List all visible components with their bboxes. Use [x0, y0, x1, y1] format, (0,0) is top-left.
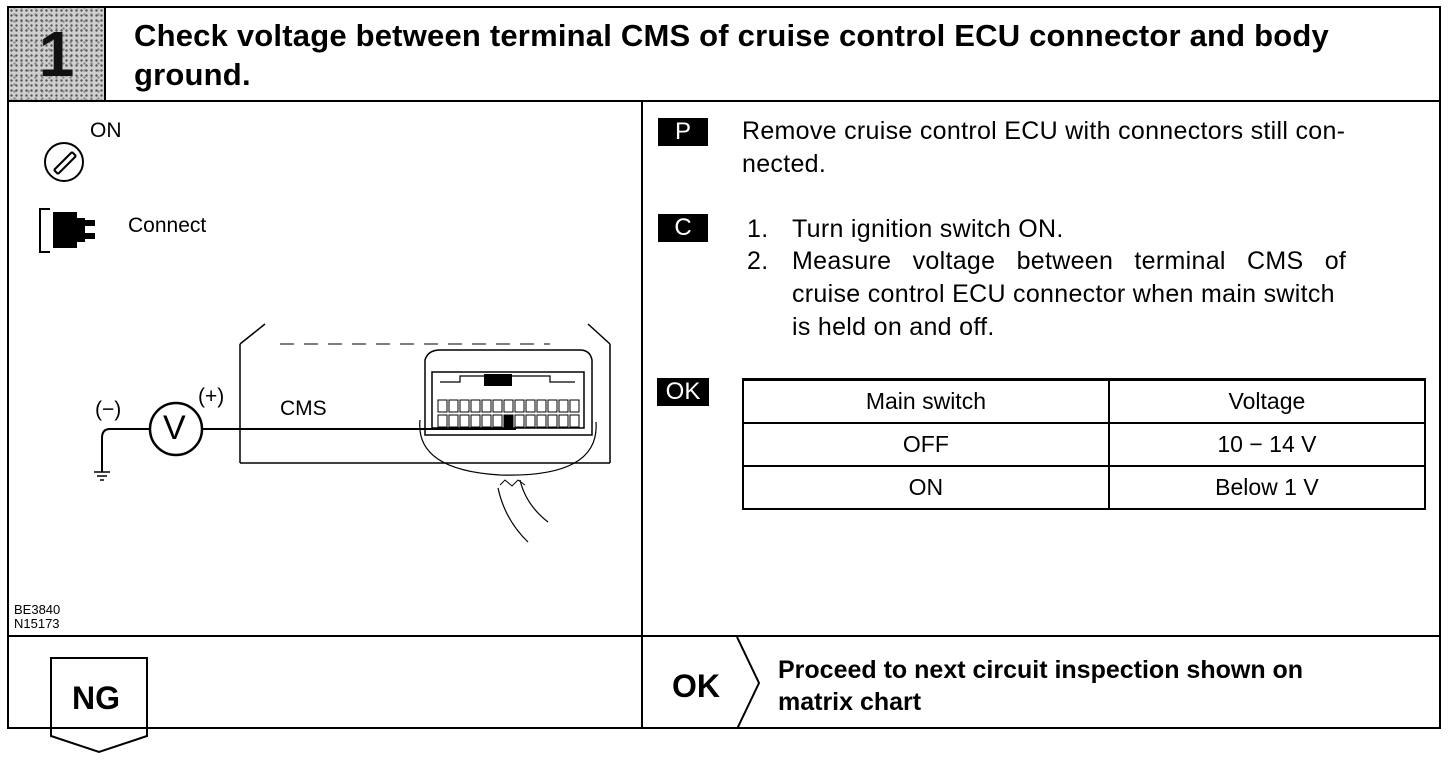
table-header-cell: Main switch — [742, 378, 1110, 424]
check-item-1-num: 1. — [747, 215, 769, 243]
table-header-cell: Voltage — [1107, 378, 1427, 424]
ignition-on-label: ON — [90, 119, 122, 142]
preparation-badge: P — [658, 118, 708, 146]
cms-terminal-label: CMS — [280, 397, 327, 420]
negative-terminal-label: (−) — [95, 398, 122, 421]
ng-result-label: NG — [72, 680, 120, 716]
left-panel-bottom-border — [7, 635, 643, 637]
connector-connect-icon — [39, 208, 95, 253]
check-item-2-num: 2. — [747, 247, 769, 275]
step-number: 1 — [38, 18, 75, 90]
inspection-frame — [7, 6, 1441, 729]
header-divider — [7, 100, 1441, 102]
ok-result-text-line2: matrix chart — [778, 688, 922, 716]
check-item-1-text: Turn ignition switch ON. — [792, 215, 1064, 243]
preparation-text-line1: Remove cruise control ECU with connector… — [742, 117, 1346, 145]
voltage-table: Main switch Voltage OFF 10 − 14 V ON Bel… — [742, 378, 1427, 510]
connector-pin-grid — [437, 399, 580, 428]
table-row: ON Below 1 V — [742, 465, 1427, 510]
table-cell: 10 − 14 V — [1107, 422, 1427, 467]
table-cell: OFF — [742, 422, 1110, 467]
check-item-2-line2: cruise control ECU connector when main s… — [792, 280, 1335, 308]
connect-label: Connect — [128, 214, 207, 237]
positive-terminal-label: (+) — [198, 385, 225, 408]
table-header-row: Main switch Voltage — [742, 378, 1427, 424]
check-item-2-line1: Measure voltage between terminal CMS of — [792, 247, 1347, 275]
panel-divider — [641, 101, 643, 729]
check-item-2-line3: is held on and off. — [792, 313, 995, 341]
figure-code-2: N15173 — [14, 616, 60, 631]
step-number-box: 1 — [9, 8, 106, 100]
figure-code-1: BE3840 — [14, 602, 61, 617]
step-title: Check voltage between terminal CMS of cr… — [134, 18, 1329, 92]
table-cell: Below 1 V — [1107, 465, 1427, 510]
ng-arrow-icon — [50, 657, 148, 754]
check-badge: C — [658, 214, 708, 242]
result-divider — [641, 635, 1441, 637]
ok-result-text-line1: Proceed to next circuit inspection shown… — [778, 656, 1304, 684]
ok-arrow-icon — [736, 637, 761, 729]
ok-result-label: OK — [672, 668, 720, 704]
preparation-text-line2: nected. — [742, 150, 827, 178]
ok-criteria-badge: OK — [657, 378, 709, 406]
table-cell: ON — [742, 465, 1110, 510]
voltmeter-label: V — [163, 409, 186, 447]
ignition-switch-icon — [44, 142, 84, 182]
voltmeter-diagram — [94, 323, 611, 543]
table-row: OFF 10 − 14 V — [742, 422, 1427, 467]
